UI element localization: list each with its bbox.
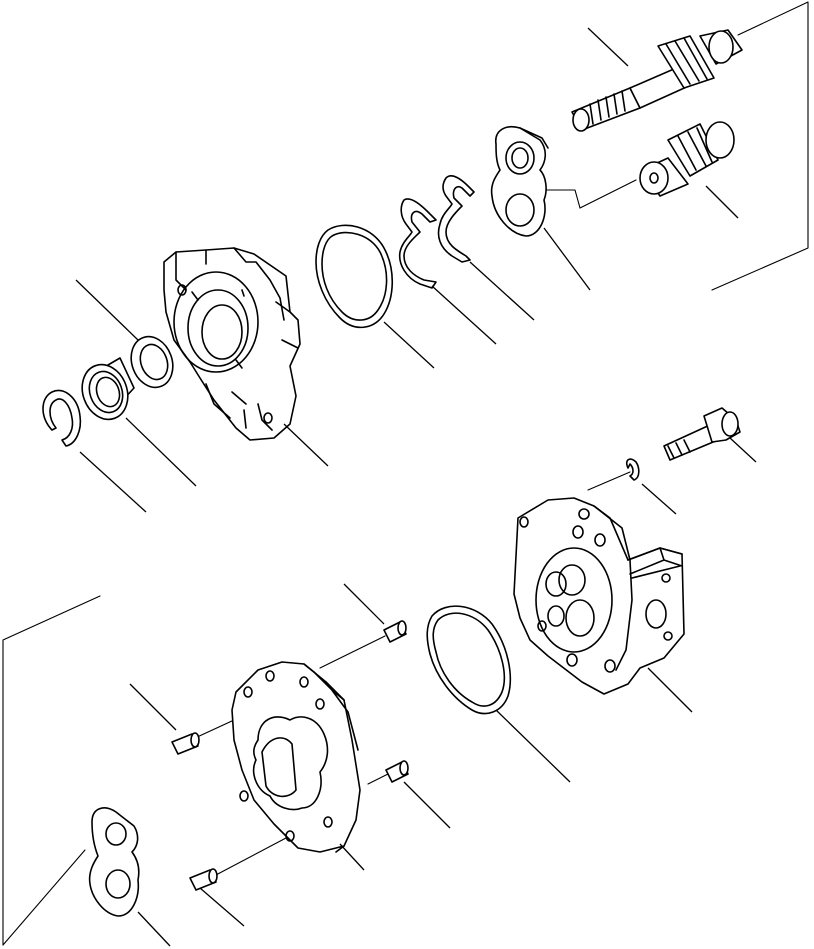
seal-a [437, 175, 475, 263]
spacer-washer [130, 335, 174, 389]
gear-housing [231, 661, 361, 853]
bearing [81, 357, 135, 421]
dowel-pin-1 [383, 620, 407, 643]
snap-ring [42, 389, 82, 447]
rear-cover [513, 497, 685, 695]
leader-lines [75, 27, 757, 947]
bolt [663, 407, 741, 461]
seal-b [398, 198, 437, 289]
dowel-pin-3 [385, 760, 409, 783]
rear-wear-plate [88, 807, 140, 917]
dowel-pin-4 [189, 868, 218, 891]
small-washer [625, 458, 640, 481]
o-ring-upper [315, 224, 394, 329]
front-cover [163, 247, 301, 441]
driven-gear [639, 121, 735, 197]
dowel-pin-2 [171, 732, 200, 755]
o-ring-lower [426, 605, 512, 715]
wear-plate [490, 126, 549, 237]
drive-shaft [571, 29, 743, 132]
